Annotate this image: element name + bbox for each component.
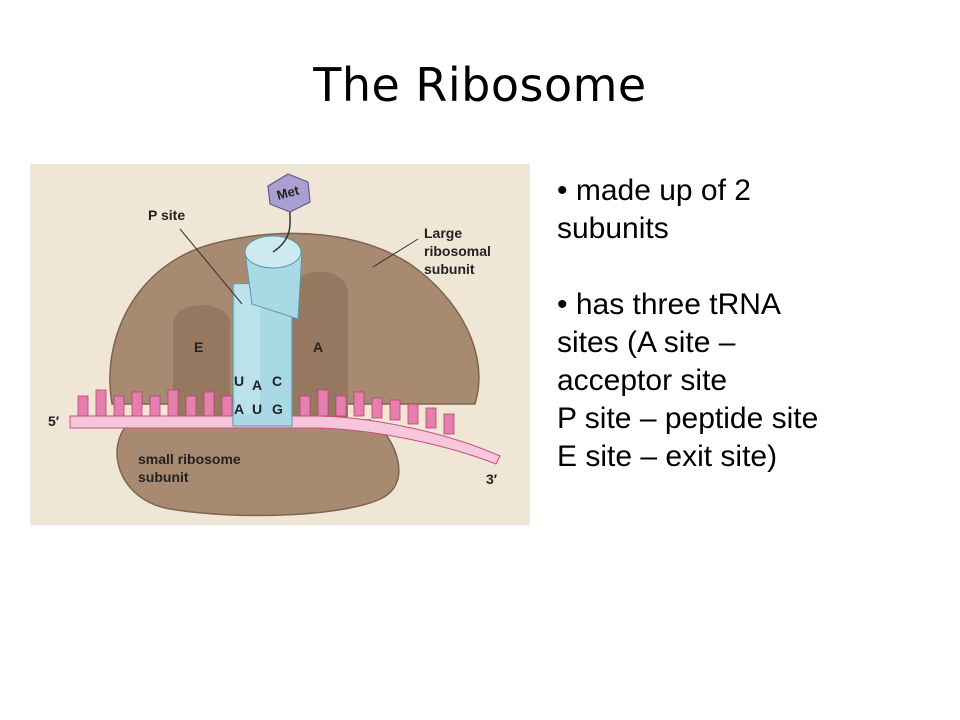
mrna-strand [69,389,501,465]
p-site-label: P site [148,207,185,223]
trna-molecule [232,199,303,427]
codon-a: A [234,401,244,417]
e-site-label: E [194,339,203,355]
small-subunit-label-1: small ribosome [138,451,241,467]
a-site-label: A [313,339,323,355]
bullet-2-line-1: • has three tRNA [557,288,781,321]
large-subunit-label-2: ribosomal [424,243,491,259]
anticodon-a: A [252,377,262,393]
bullet-list: • made up of 2 subunits • has three tRNA… [557,172,937,476]
three-prime-label: 3′ [486,471,498,487]
met-label: Met [275,182,301,202]
ribosome-diagram: Met P site Large ribosomal subunit E A U… [30,164,530,525]
slide-title: The Ribosome [313,58,647,112]
large-subunit-label-1: Large [424,225,462,241]
p-site-pointer [179,228,243,305]
bullet-2-line-2: sites (A site – [557,326,736,359]
bullet-1-line-1: • made up of 2 [557,174,751,207]
bullet-1-line-2: subunits [557,212,669,245]
small-ribosomal-subunit [116,419,400,517]
bullet-2-line-4: P site – peptide site [557,402,819,435]
five-prime-label: 5′ [48,413,60,429]
bullet-2-line-5: E site – exit site) [557,440,778,473]
a-site-pocket [292,271,348,426]
codon-g: G [272,401,283,417]
bullet-2-line-3: acceptor site [557,364,728,397]
e-site-pocket [173,305,230,426]
anticodon-c: C [272,373,282,389]
large-subunit-label-3: subunit [424,261,475,277]
anticodon-u: U [234,373,244,389]
codon-u: U [252,401,262,417]
ribosome-figure: Met P site Large ribosomal subunit E A U… [30,164,530,525]
methionine-marker: Met [267,173,311,213]
small-subunit-label-2: subunit [138,469,189,485]
large-subunit-pointer [372,238,419,268]
